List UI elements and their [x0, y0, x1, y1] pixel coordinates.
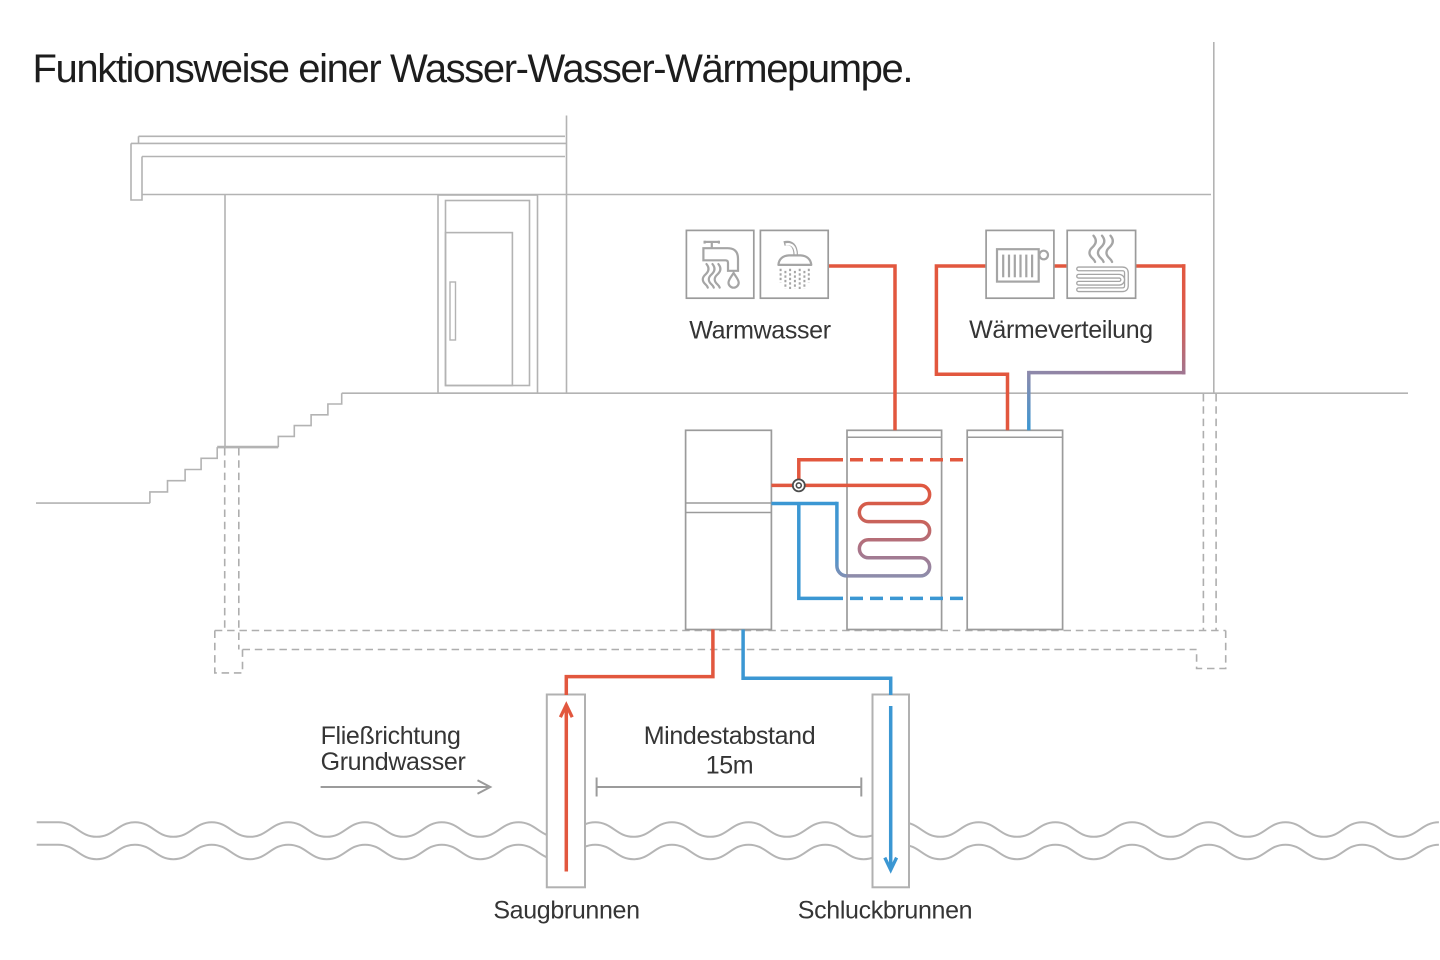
svg-text:Mindestabstand: Mindestabstand	[644, 722, 816, 750]
svg-text:Grundwasser: Grundwasser	[321, 748, 466, 776]
svg-text:15m: 15m	[706, 752, 754, 780]
svg-text:Warmwasser: Warmwasser	[689, 317, 830, 345]
svg-text:Funktionsweise einer Wasser-Wa: Funktionsweise einer Wasser-Wasser-Wärme…	[33, 47, 913, 91]
svg-text:Fließrichtung: Fließrichtung	[321, 722, 461, 750]
svg-text:Wärmeverteilung: Wärmeverteilung	[969, 316, 1153, 344]
svg-text:Schluckbrunnen: Schluckbrunnen	[798, 897, 972, 925]
svg-text:Saugbrunnen: Saugbrunnen	[493, 897, 639, 925]
